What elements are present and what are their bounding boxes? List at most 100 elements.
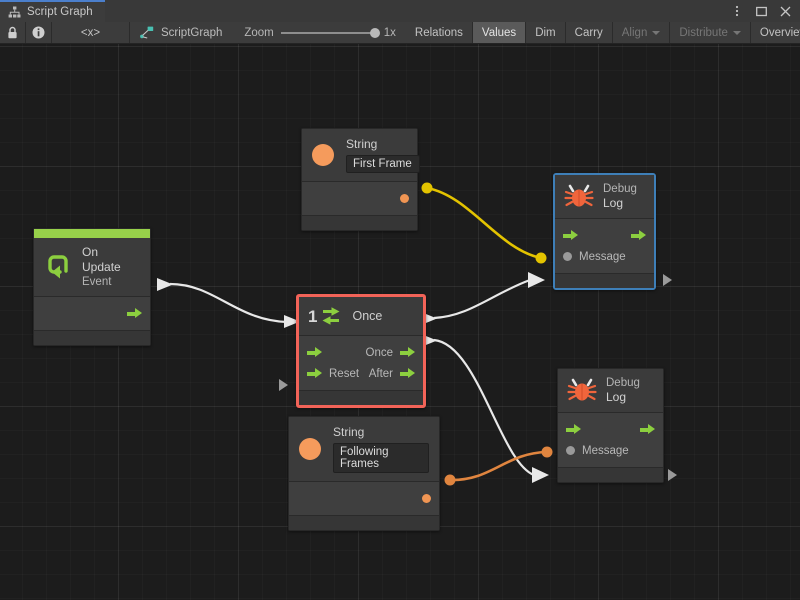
port-row [289,488,439,509]
zoom-value: 1x [383,26,396,39]
maximize-icon[interactable] [754,4,768,18]
debug-bug-icon [564,184,594,210]
on-update-loop-icon [43,254,73,280]
string-value-input[interactable]: First Frame [346,155,420,173]
string-value-input[interactable]: Following Frames [333,443,429,473]
node-body [289,482,439,516]
node-title-group: Debug Log [606,376,640,405]
once-repeat-icon: 1 [308,304,343,328]
graph-canvas[interactable]: On Update Event String First Frame [0,44,800,600]
input-ports: Message [563,251,626,263]
node-accent-bar [34,229,150,238]
lock-icon[interactable] [0,22,26,43]
string-circle-icon [312,144,334,166]
chevron-down-icon [652,30,661,35]
zoom-slider-handle[interactable] [369,27,380,38]
debug-log-top-exit-external-port[interactable] [663,274,674,286]
port-row-enter-once: Once [299,342,423,363]
window-controls [730,0,800,22]
toolbar-button-overview[interactable]: Overview [750,22,800,43]
node-body [34,297,150,332]
wire-once-to-debuglog-top [433,278,531,320]
input-value-port-message[interactable] [566,446,575,456]
output-flow-port-exit[interactable] [640,424,655,435]
node-once[interactable]: 1 Once Once [296,294,426,408]
graph-name-text: ScriptGraph [161,26,223,39]
graph-toolbar: <x> ScriptGraph Zoom 1x Relations Values… [0,22,800,44]
toolbar-button-distribute[interactable]: Distribute [670,22,751,43]
wire-endpoint-dot [421,182,433,194]
node-footer [289,516,439,530]
toolbar-button-dim[interactable]: Dim [526,22,566,43]
node-footer [302,216,417,230]
toolbar-button-align[interactable]: Align [612,22,671,43]
node-string-following-frames[interactable]: String Following Frames [288,416,440,531]
tab-script-graph[interactable]: Script Graph [0,0,105,22]
node-debug-log-bottom[interactable]: Debug Log Message [557,368,664,484]
info-icon[interactable] [26,22,52,43]
node-header: On Update Event [34,238,150,298]
code-view-button[interactable]: <x> [52,22,130,43]
output-flow-port-once[interactable] [400,347,415,358]
string-circle-icon [299,438,321,460]
node-subtitle: Log [603,196,624,211]
input-flow-port-enter[interactable] [566,424,581,435]
node-title: String [346,137,378,151]
input-label-reset: Reset [329,367,360,380]
node-footer [299,391,423,405]
node-title: Debug [606,377,640,389]
port-row-message: Message [558,440,663,461]
output-flow-port-exit[interactable] [631,230,646,241]
output-value-port[interactable] [400,194,409,203]
output-ports: Once [365,346,415,359]
node-debug-log-top[interactable]: Debug Log Message [553,173,656,291]
port-row [34,303,150,324]
node-title-group: On Update Event [82,245,140,289]
node-body: Message [555,219,654,275]
debug-log-bottom-exit-external-port[interactable] [668,469,679,481]
title-bar: Script Graph [0,0,800,22]
kebab-menu-icon[interactable] [730,4,744,18]
graph-name-label: ScriptGraph [130,22,234,43]
toolbar-button-values[interactable]: Values [472,22,527,43]
input-ports: Message [566,445,629,457]
node-header: String Following Frames [289,417,439,482]
output-flow-port-after[interactable] [400,368,415,379]
input-value-port-message[interactable] [563,252,572,262]
wire-firstframe-to-message [426,186,542,260]
output-value-port[interactable] [422,494,431,503]
port-row-flow [555,225,654,246]
output-label-once: Once [365,346,394,359]
wire-after-to-debuglog-bottom [433,338,535,477]
output-flow-port-trigger[interactable] [127,308,142,319]
node-title: Debug [603,183,637,195]
wire-endpoint-dot [535,252,547,264]
wire-arrow-target [284,315,300,328]
wire-arrow-source [157,278,173,291]
port-row-reset-after: Reset After [299,363,423,384]
toolbar-button-relations[interactable]: Relations [405,22,473,43]
zoom-control[interactable]: Zoom 1x [234,22,406,43]
node-subtitle: Log [606,390,627,405]
toolbar-button-carry[interactable]: Carry [565,22,613,43]
port-row-flow [558,419,663,440]
node-on-update[interactable]: On Update Event [33,228,151,347]
output-ports: After [369,368,415,380]
graph-hierarchy-icon [8,6,21,19]
distribute-label: Distribute [679,26,728,39]
output-label-after: After [368,367,393,380]
input-flow-port-enter[interactable] [563,230,578,241]
once-reset-external-port[interactable] [279,379,290,391]
input-flow-port-reset[interactable] [307,368,322,379]
input-flow-port-enter[interactable] [307,347,322,358]
scriptgraph-icon [140,26,154,39]
port-row [302,188,417,209]
once-number-badge: 1 [308,306,318,326]
close-icon[interactable] [778,4,792,18]
node-string-first-frame[interactable]: String First Frame [301,128,420,231]
wire-arrow-target [528,272,545,288]
zoom-label: Zoom [244,26,274,39]
zoom-slider[interactable] [280,27,380,38]
node-title: Once [352,309,383,323]
